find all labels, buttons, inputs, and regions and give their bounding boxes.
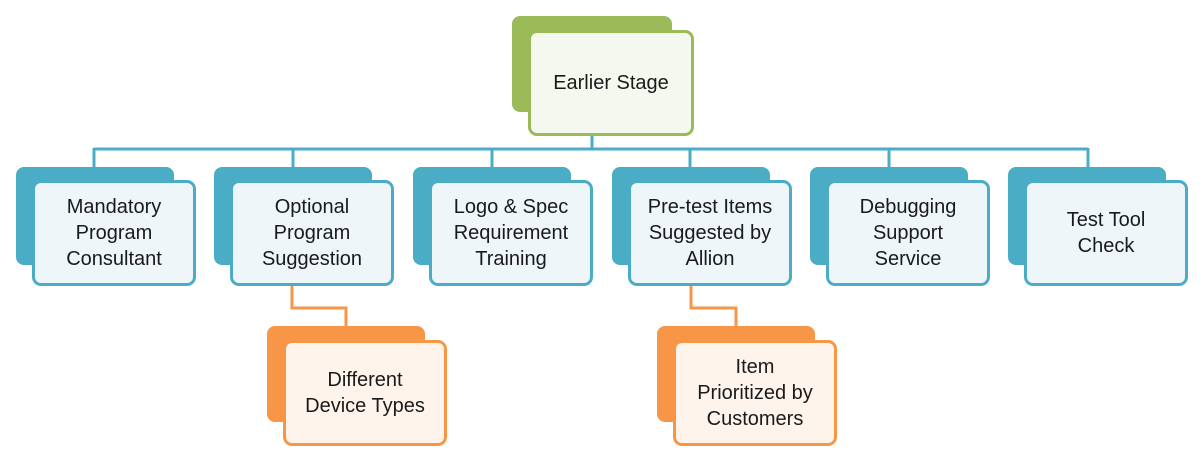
node-label: Optional Program Suggestion [261, 196, 363, 270]
node-label: Test Tool Check [1066, 209, 1146, 257]
node-box: Logo & Spec Requirement Training [429, 180, 593, 286]
node-label: Debugging Support Service [859, 196, 957, 270]
node-box: Debugging Support Service [826, 180, 990, 286]
node-label: Pre-test Items Suggested by Allion [647, 196, 773, 270]
elbow-connector-device [290, 286, 348, 326]
node-label: Item Prioritized by Customers [697, 356, 813, 430]
node-box: Optional Program Suggestion [230, 180, 394, 286]
node-box: Earlier Stage [528, 30, 694, 136]
node-label: Different Device Types [305, 369, 425, 417]
node-label: Logo & Spec Requirement Training [453, 196, 569, 270]
node-box: Mandatory Program Consultant [32, 180, 196, 286]
node-box: Item Prioritized by Customers [673, 340, 837, 446]
node-box: Test Tool Check [1024, 180, 1188, 286]
node-box: Different Device Types [283, 340, 447, 446]
node-label: Earlier Stage [553, 72, 669, 94]
node-label: Mandatory Program Consultant [66, 196, 162, 270]
elbow-connector-item [689, 286, 738, 326]
node-box: Pre-test Items Suggested by Allion [628, 180, 792, 286]
